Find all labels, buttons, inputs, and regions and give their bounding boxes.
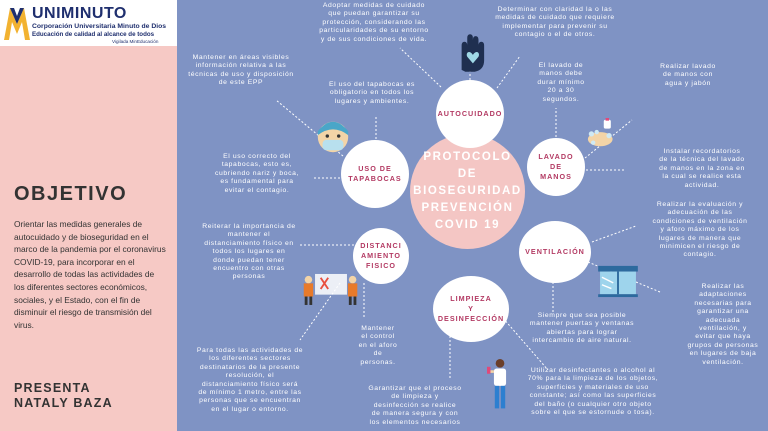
presenter: PRESENTA NATALY BAZA <box>14 381 113 410</box>
hand-heart-icon <box>461 34 485 72</box>
distancing-workers-icon <box>303 273 358 305</box>
logo-line-1: Corporación Universitaria Minuto de Dios <box>32 23 167 30</box>
node-limpieza-label: LIMPIEZA Y DESINFECCIÓN <box>437 294 505 323</box>
logo-name: UNIMINUTO <box>32 5 127 22</box>
note-epp: Mantener en áreas visibles información r… <box>188 54 294 87</box>
cleaning-person-icon <box>487 359 507 409</box>
node-distanciamiento: DISTANCI AMIENTO FISICO <box>353 228 409 284</box>
node-limpieza: LIMPIEZA Y DESINFECCIÓN <box>433 276 509 342</box>
note-distanciamiento-control: Mantener el control en el aforo de perso… <box>358 325 398 366</box>
note-tapabocas-obligatorio: El uso del tapabocas es obligatorio en t… <box>329 81 415 105</box>
logo-line-2: Educación de calidad al alcance de todos <box>32 31 155 38</box>
node-ventilacion: VENTILACIÓN <box>519 221 591 283</box>
logo-box: UNIMINUTO Corporación Universitaria Minu… <box>0 0 177 46</box>
note-ventilacion-evaluacion: Realizar la evaluación y adecuación de l… <box>652 201 748 259</box>
note-ventilacion-adaptaciones: Realizar las adaptaciones necesarias par… <box>687 283 759 366</box>
note-distanciamiento-importancia: Reiterar la importancia de mantener el d… <box>202 223 296 281</box>
objective-text: Orientar las medidas generales de autocu… <box>14 219 166 330</box>
note-autocuidado-left: Adoptar medidas de cuidado que puedan ga… <box>319 2 429 43</box>
note-distanciamiento-metro: Para todas las actividades de los difere… <box>196 347 304 413</box>
node-lavado: LAVADO DE MANOS <box>527 138 585 196</box>
node-lavado-label: LAVADO DE MANOS <box>538 152 574 181</box>
note-autocuidado-right: Determinar con claridad la o las medidas… <box>495 6 615 39</box>
logo-line-3: Vigilada MinEducación <box>112 39 159 44</box>
center-circle: PROTOCOLO DE BIOSEGURIDAD PREVENCIÓN COV… <box>410 134 525 249</box>
node-ventilacion-label: VENTILACIÓN <box>525 247 585 256</box>
note-tapabocas-correcto: El uso correcto del tapabocas, esto es, … <box>214 153 300 194</box>
node-autocuidado-label: AUTOCUIDADO <box>437 109 503 118</box>
node-distanciamiento-label: DISTANCI AMIENTO FISICO <box>360 241 402 270</box>
left-panel: UNIMINUTO Corporación Universitaria Minu… <box>0 0 177 431</box>
node-tapabocas: USO DE TAPABOCAS <box>341 140 409 208</box>
window-icon <box>598 265 638 298</box>
objective-title: OBJETIVO <box>14 183 128 205</box>
note-lavado-recordatorios: Instalar recordatorios de la técnica del… <box>659 148 745 189</box>
note-lavado-duracion: El lavado de manos debe durar mínimo 20 … <box>537 62 585 103</box>
uniminuto-logo <box>4 8 30 40</box>
note-limpieza-desinfectantes: Utilizar desinfectantes o alcohol al 70%… <box>527 367 659 417</box>
node-autocuidado: AUTOCUIDADO <box>436 80 504 148</box>
note-lavado-agua: Realizar lavado de manos con agua y jabó… <box>660 63 716 87</box>
center-title: PROTOCOLO DE BIOSEGURIDAD PREVENCIÓN COV… <box>413 151 522 231</box>
masked-person-icon <box>317 121 349 153</box>
node-tapabocas-label: USO DE TAPABOCAS <box>348 164 402 183</box>
note-ventilacion-puertas: Siempre que sea posible mantener puertas… <box>529 312 635 345</box>
handwashing-icon <box>587 118 613 147</box>
note-limpieza-proceso: Garantizar que el proceso de limpieza y … <box>368 385 462 426</box>
